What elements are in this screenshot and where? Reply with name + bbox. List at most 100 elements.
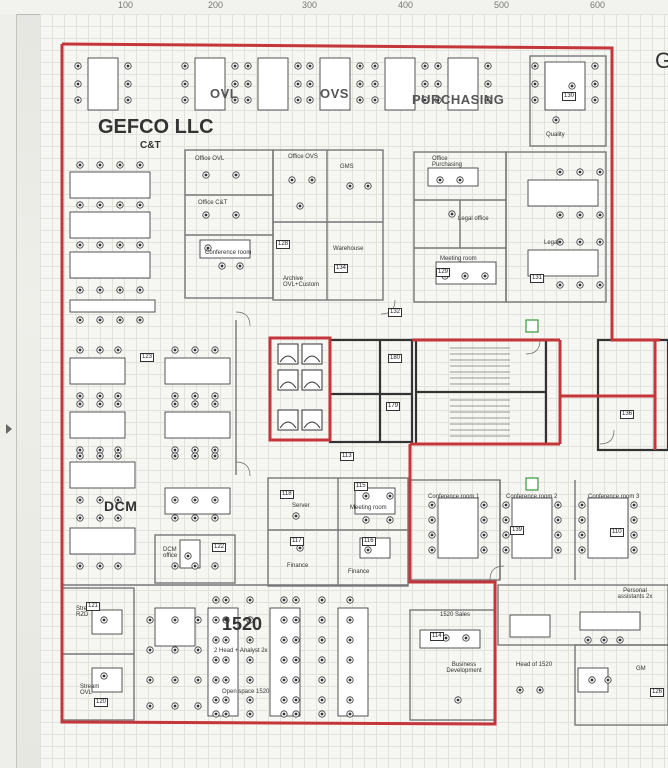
- dept-label-dcm: DCM: [104, 498, 138, 514]
- chair-icon: [556, 168, 564, 176]
- chair-icon: [191, 452, 199, 460]
- chair-icon: [318, 616, 326, 624]
- chair-icon: [212, 676, 220, 684]
- chair-icon: [124, 96, 132, 104]
- chair-icon: [146, 646, 154, 654]
- chair-icon: [294, 62, 302, 70]
- chair-icon: [280, 656, 288, 664]
- ruler-tick: 600: [590, 0, 606, 10]
- room-number: 120: [94, 698, 109, 707]
- zone-label-1520: 1520: [222, 614, 263, 634]
- chair-icon: [171, 400, 179, 408]
- chair-icon: [244, 96, 252, 104]
- chair-icon: [222, 710, 230, 718]
- chair-icon: [318, 656, 326, 664]
- chair-icon: [516, 686, 524, 694]
- room-label: Conference room: [205, 250, 252, 256]
- room-label: Business Development: [446, 662, 482, 674]
- chair-icon: [171, 514, 179, 522]
- chair-icon: [556, 281, 564, 289]
- chair-icon: [171, 346, 179, 354]
- chair-icon: [191, 446, 199, 454]
- chair-icon: [596, 211, 604, 219]
- chair-icon: [576, 211, 584, 219]
- chair-icon: [364, 546, 372, 554]
- chair-icon: [76, 201, 84, 209]
- chair-icon: [76, 400, 84, 408]
- company-name: GEFCO LLC: [98, 116, 214, 138]
- room-number: 117: [290, 537, 304, 546]
- chair-icon: [171, 496, 179, 504]
- company-sub: C&T: [140, 140, 161, 151]
- chair-icon: [211, 346, 219, 354]
- chair-icon: [212, 596, 220, 604]
- chair-icon: [100, 672, 108, 680]
- chair-icon: [211, 452, 219, 460]
- room-label: Archive OVL+Custom: [283, 276, 320, 288]
- chair-icon: [428, 546, 436, 554]
- room-number: 134: [334, 264, 349, 273]
- ruler-tick: 300: [302, 0, 318, 10]
- room-label: Office C&T: [198, 200, 228, 206]
- chair-icon: [356, 62, 364, 70]
- room-label: Legal office: [458, 216, 489, 222]
- chair-icon: [124, 80, 132, 88]
- chair-icon: [318, 696, 326, 704]
- chair-icon: [202, 211, 210, 219]
- chair-icon: [448, 210, 456, 218]
- chair-icon: [171, 446, 179, 454]
- chair-icon: [246, 710, 254, 718]
- chair-icon: [280, 636, 288, 644]
- chair-icon: [232, 211, 240, 219]
- chair-icon: [552, 116, 560, 124]
- dept-label-purchasing: PURCHASING: [412, 92, 505, 107]
- chair-icon: [596, 281, 604, 289]
- chair-icon: [114, 514, 122, 522]
- chair-icon: [294, 80, 302, 88]
- chair-icon: [244, 80, 252, 88]
- chair-icon: [346, 676, 354, 684]
- chair-icon: [191, 496, 199, 504]
- room-number: 132: [388, 308, 403, 317]
- desk-blocks: [69, 57, 641, 717]
- chair-icon: [96, 446, 104, 454]
- chair-icon: [434, 80, 442, 88]
- room-label: DCM office: [163, 547, 178, 559]
- chair-icon: [584, 636, 592, 644]
- chair-icon: [232, 171, 240, 179]
- chair-icon: [280, 676, 288, 684]
- chair-icon: [292, 636, 300, 644]
- chair-icon: [114, 346, 122, 354]
- chair-icon: [222, 656, 230, 664]
- chair-icon: [386, 492, 394, 500]
- chair-icon: [76, 562, 84, 570]
- chair-icon: [318, 676, 326, 684]
- chair-icon: [421, 62, 429, 70]
- chair-icon: [116, 316, 124, 324]
- room-label: Meeting room: [440, 256, 477, 262]
- chair-icon: [76, 446, 84, 454]
- room-label: GM: [636, 666, 646, 672]
- chair-icon: [462, 634, 470, 642]
- chair-icon: [531, 62, 539, 70]
- chair-icon: [306, 96, 314, 104]
- chair-icon: [246, 596, 254, 604]
- chair-icon: [292, 710, 300, 718]
- room-number: 129: [436, 268, 451, 277]
- chair-icon: [616, 636, 624, 644]
- chair-icon: [371, 80, 379, 88]
- room-number: 113: [340, 452, 354, 461]
- room-number: 116: [362, 537, 376, 546]
- chair-icon: [280, 710, 288, 718]
- chair-icon: [280, 616, 288, 624]
- chair-icon: [318, 596, 326, 604]
- chair-icon: [96, 400, 104, 408]
- chair-icon: [116, 161, 124, 169]
- chair-icon: [191, 400, 199, 408]
- chair-icon: [421, 80, 429, 88]
- chair-icon: [600, 636, 608, 644]
- chair-icon: [96, 496, 104, 504]
- chair-icon: [211, 446, 219, 454]
- room-number: 115: [354, 482, 368, 491]
- room-label: 1520 Sales: [440, 612, 471, 618]
